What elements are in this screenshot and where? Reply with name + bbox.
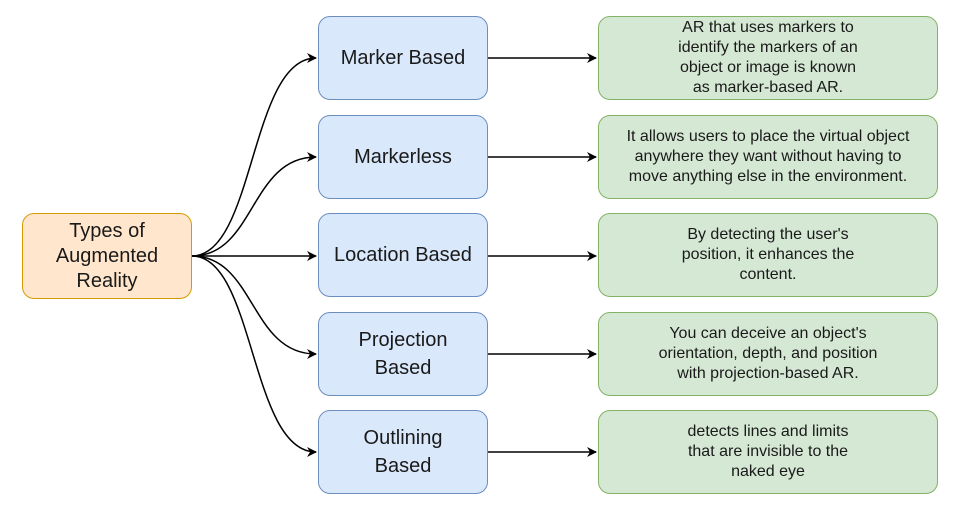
description-text: By detecting the user's position, it enh… — [681, 226, 855, 283]
description-text: AR that uses markers to identify the mar… — [678, 19, 858, 96]
type-label: Markerless — [354, 146, 452, 168]
connector-root-to-type-1 — [191, 53, 317, 257]
description-node-markerless: It allows users to place the virtual obj… — [598, 115, 938, 199]
type-label: Outlining Based — [363, 427, 443, 477]
description-node-outlining-based: detects lines and limits that are invisi… — [598, 410, 938, 494]
type-node-markerless: Markerless — [318, 115, 488, 199]
description-node-location-based: By detecting the user's position, it enh… — [598, 213, 938, 297]
type-label: Projection Based — [358, 329, 448, 379]
root-node: Types of Augmented Reality — [22, 213, 192, 299]
connector-root-to-type-4 — [191, 255, 317, 359]
connector-root-to-type-5 — [191, 255, 317, 457]
type-node-location-based: Location Based — [318, 213, 488, 297]
description-text: detects lines and limits that are invisi… — [687, 423, 849, 480]
description-text: You can deceive an object's orientation,… — [658, 325, 878, 382]
type-node-outlining-based: Outlining Based — [318, 410, 488, 494]
type-node-projection-based: Projection Based — [318, 312, 488, 396]
type-label: Marker Based — [340, 47, 466, 69]
root-label: Types of Augmented Reality — [55, 219, 159, 292]
type-label: Location Based — [334, 244, 472, 266]
description-text: It allows users to place the virtual obj… — [626, 128, 910, 185]
description-node-projection-based: You can deceive an object's orientation,… — [598, 312, 938, 396]
type-node-marker-based: Marker Based — [318, 16, 488, 100]
connector-root-to-type-2 — [191, 152, 317, 257]
description-node-marker-based: AR that uses markers to identify the mar… — [598, 16, 938, 100]
